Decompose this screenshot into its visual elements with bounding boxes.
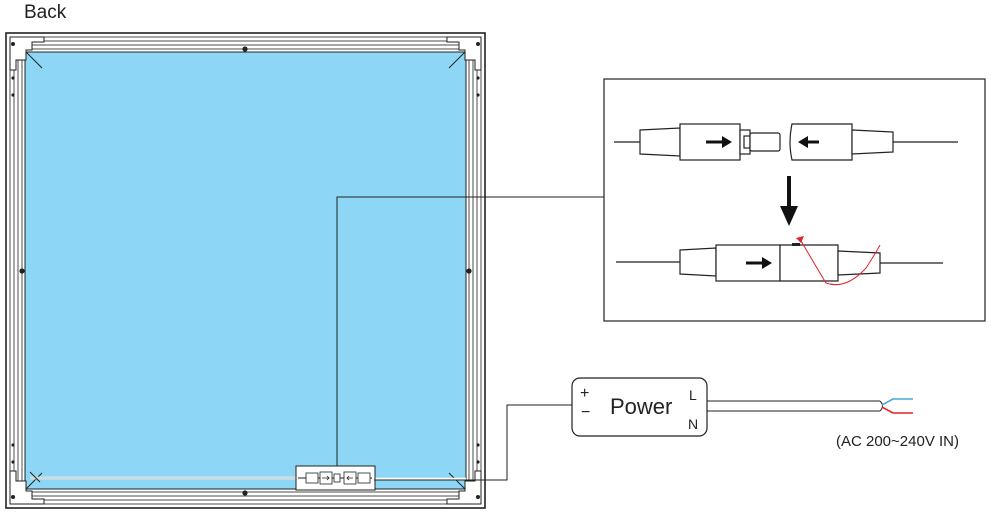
screw-icon [11, 443, 15, 447]
screw-icon [11, 76, 15, 80]
panel-screws [11, 42, 480, 499]
panel-frame-line [9, 36, 482, 505]
screw-icon [476, 495, 480, 499]
screw-icon [11, 495, 15, 499]
plugs-connected [616, 244, 943, 282]
female-plug-sleeve [851, 129, 894, 155]
arrow-right-icon-head [762, 257, 772, 269]
arrow-left-icon [346, 475, 353, 481]
back-view-title: Back [24, 2, 67, 23]
screw-icon [11, 42, 15, 46]
screw-icon [19, 268, 25, 274]
internal-wire [29, 471, 41, 483]
connector-highlight [295, 465, 376, 491]
screw-icon [476, 443, 480, 447]
lock-indicator-curve [799, 238, 881, 286]
arrow-right-icon [322, 475, 330, 481]
screw-icon [11, 93, 15, 97]
callout-leader-line [336, 196, 604, 466]
screw-icon [476, 76, 480, 80]
screw-icon [242, 490, 248, 496]
corner-strut [448, 472, 466, 490]
screw-icon [242, 46, 248, 52]
arrow-down-icon-head [780, 206, 798, 226]
female-plug-body [779, 244, 839, 282]
corner-bracket-tr [446, 36, 482, 71]
male-plug-sleeve [639, 127, 681, 157]
led-panel [5, 32, 486, 509]
corner-bracket-br [446, 470, 482, 505]
screw-icon [476, 460, 480, 464]
panel-frame-line [13, 40, 478, 501]
callout-box [603, 78, 986, 322]
male-plug-sleeve [679, 247, 717, 277]
locking-latch [792, 243, 800, 246]
arrow-left-icon-head [798, 136, 808, 148]
small-connector-male [305, 472, 319, 484]
panel-internal-wiring [29, 471, 466, 483]
arrow-right-icon-head [722, 136, 732, 148]
ac-n-terminal: N [688, 416, 699, 432]
wire-red [881, 406, 913, 414]
connector-detail-callout [603, 78, 986, 322]
corner-strut [25, 51, 43, 69]
male-plug-pin [749, 132, 781, 152]
corner-bracket-bl [9, 470, 45, 505]
power-supply-box[interactable] [571, 377, 708, 437]
dc-output-cable [374, 404, 572, 481]
ac-l-terminal: L [689, 387, 697, 403]
lock-arrow-icon [796, 236, 804, 243]
panel-outer-frame [5, 32, 486, 509]
panel-light-surface [24, 51, 467, 490]
dc-plus-terminal: + [580, 385, 590, 402]
power-supply-label: Power [610, 394, 673, 419]
panel-frame-line [17, 44, 474, 497]
screw-icon [466, 268, 472, 274]
screw-icon [11, 460, 15, 464]
screw-icon [476, 42, 480, 46]
wire-blue [881, 398, 913, 406]
mains-input-label: (AC 200~240V IN) [836, 433, 959, 450]
female-plug-sleeve [837, 250, 881, 276]
female-plug-body [789, 123, 853, 161]
corner-strut [448, 51, 466, 69]
corner-strut [25, 472, 43, 490]
screw-icon [476, 93, 480, 97]
corner-bracket-tl [9, 36, 45, 71]
dc-minus-terminal: − [581, 404, 591, 421]
